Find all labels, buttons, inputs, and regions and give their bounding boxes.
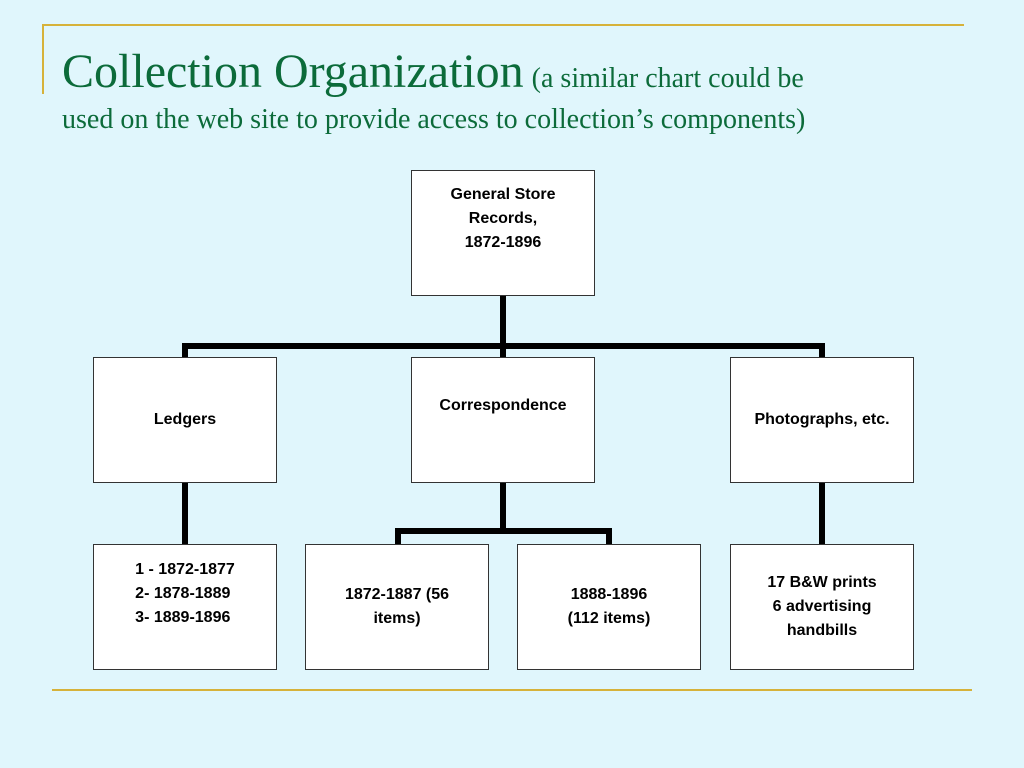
connector-root-to-level2 bbox=[182, 293, 825, 359]
node-correspondence-1872-1887-label: 1872-1887 (56 items) bbox=[344, 586, 450, 627]
node-photographs: Photographs, etc. bbox=[730, 357, 914, 483]
title-main: Collection Organization bbox=[62, 45, 524, 98]
title-accent-rule-top bbox=[42, 24, 964, 26]
node-photographs-detail: 17 B&W prints 6 advertising handbills bbox=[730, 544, 914, 670]
title-accent-rule-left bbox=[42, 24, 44, 94]
node-root-general-store-records: General Store Records, 1872-1896 bbox=[411, 170, 595, 296]
connector-correspondence-to-details bbox=[395, 480, 612, 547]
node-ledgers: Ledgers bbox=[93, 357, 277, 483]
title-subtitle-line2: used on the web site to provide access t… bbox=[62, 104, 806, 135]
node-correspondence-label: Correspondence bbox=[439, 397, 567, 414]
node-ledgers-detail: 1 - 1872-1877 2- 1878-1889 3- 1889-1896 bbox=[93, 544, 277, 670]
node-photographs-label: Photographs, etc. bbox=[754, 411, 890, 428]
node-correspondence: Correspondence bbox=[411, 357, 595, 483]
node-correspondence-1888-1896: 1888-1896 (112 items) bbox=[517, 544, 701, 670]
footer-accent-rule bbox=[52, 689, 972, 691]
node-correspondence-1872-1887: 1872-1887 (56 items) bbox=[305, 544, 489, 670]
title-subtitle-line1: (a similar chart could be bbox=[531, 63, 804, 94]
node-ledgers-detail-label: 1 - 1872-1877 2- 1878-1889 3- 1889-1896 bbox=[135, 561, 235, 626]
node-correspondence-1888-1896-label: 1888-1896 (112 items) bbox=[567, 586, 651, 627]
node-ledgers-label: Ledgers bbox=[153, 411, 217, 428]
node-photographs-detail-label: 17 B&W prints 6 advertising handbills bbox=[767, 574, 877, 639]
node-root-label: General Store Records, 1872-1896 bbox=[450, 186, 556, 251]
slide-title: Collection Organization (a similar chart… bbox=[62, 40, 982, 138]
